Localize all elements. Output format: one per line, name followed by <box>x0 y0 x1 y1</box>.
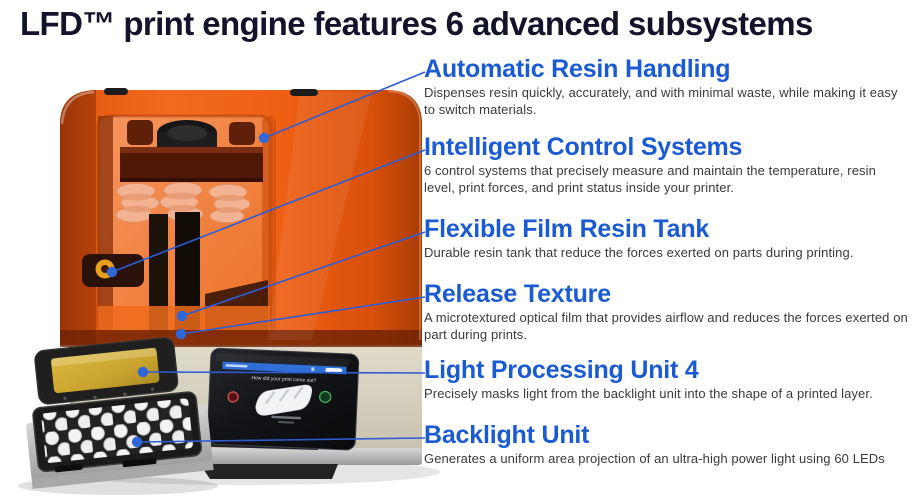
screen-cancel-button <box>227 391 239 403</box>
callout-line-light-processing-unit <box>142 371 426 374</box>
build-platform <box>120 147 263 182</box>
callout-heading: Flexible Film Resin Tank <box>424 215 710 243</box>
callout-dot-light-processing-unit <box>137 366 149 378</box>
callout-description: Dispenses resin quickly, accurately, and… <box>424 85 898 117</box>
callout-intelligent-control-systems: Intelligent Control Systems 6 control sy… <box>424 134 910 196</box>
callout-light-processing-unit: Light Processing Unit 4 Precisely masks … <box>424 357 910 403</box>
callout-heading: Automatic Resin Handling <box>424 55 731 83</box>
callout-dot-automatic-resin-handling <box>258 132 270 144</box>
callout-description: Generates a uniform area projection of a… <box>424 451 885 467</box>
resin-cartridge <box>127 120 255 149</box>
screen-confirm-button <box>319 390 332 404</box>
callout-heading: Light Processing Unit 4 <box>424 356 699 384</box>
callout-description: Precisely masks light from the backlight… <box>424 386 873 402</box>
callout-flexible-film-resin-tank: Flexible Film Resin Tank Durable resin t… <box>424 216 910 262</box>
printer-hood <box>60 88 422 347</box>
screen-header-bar <box>222 361 347 375</box>
callout-line-intelligent-control-systems <box>111 149 426 273</box>
callout-backlight-unit: Backlight Unit Generates a uniform area … <box>424 422 910 468</box>
callout-dot-backlight-unit <box>131 436 143 448</box>
screen-prompt-text: How did your print come out? <box>251 375 316 384</box>
screen-part-preview <box>255 384 313 416</box>
callout-line-automatic-resin-handling <box>263 71 426 139</box>
page-title: LFD™ print engine features 6 advanced su… <box>20 5 813 42</box>
callout-line-flexible-film-resin-tank <box>181 231 426 317</box>
callout-description: Durable resin tank that reduce the force… <box>424 245 854 261</box>
callout-dot-flexible-film-resin-tank <box>176 310 188 322</box>
printed-parts <box>115 182 251 223</box>
callout-heading: Release Texture <box>424 280 611 308</box>
callout-release-texture: Release Texture A microtextured optical … <box>424 281 910 343</box>
callout-description: A microtextured optical film that provid… <box>424 310 908 342</box>
callout-heading: Backlight Unit <box>424 421 590 449</box>
callout-dot-release-texture <box>175 328 187 340</box>
backlight-led-array <box>26 391 214 489</box>
callout-description: 6 control systems that precisely measure… <box>424 163 876 195</box>
resin-tank-lpu-panel <box>34 337 179 405</box>
callout-line-release-texture <box>180 296 426 335</box>
callout-automatic-resin-handling: Automatic Resin Handling Dispenses resin… <box>424 56 910 118</box>
callout-line-backlight-unit <box>136 437 426 443</box>
touchscreen: How did your print come out? <box>206 347 360 451</box>
callout-heading: Intelligent Control Systems <box>424 133 743 161</box>
callout-dot-intelligent-control-systems <box>106 266 118 278</box>
